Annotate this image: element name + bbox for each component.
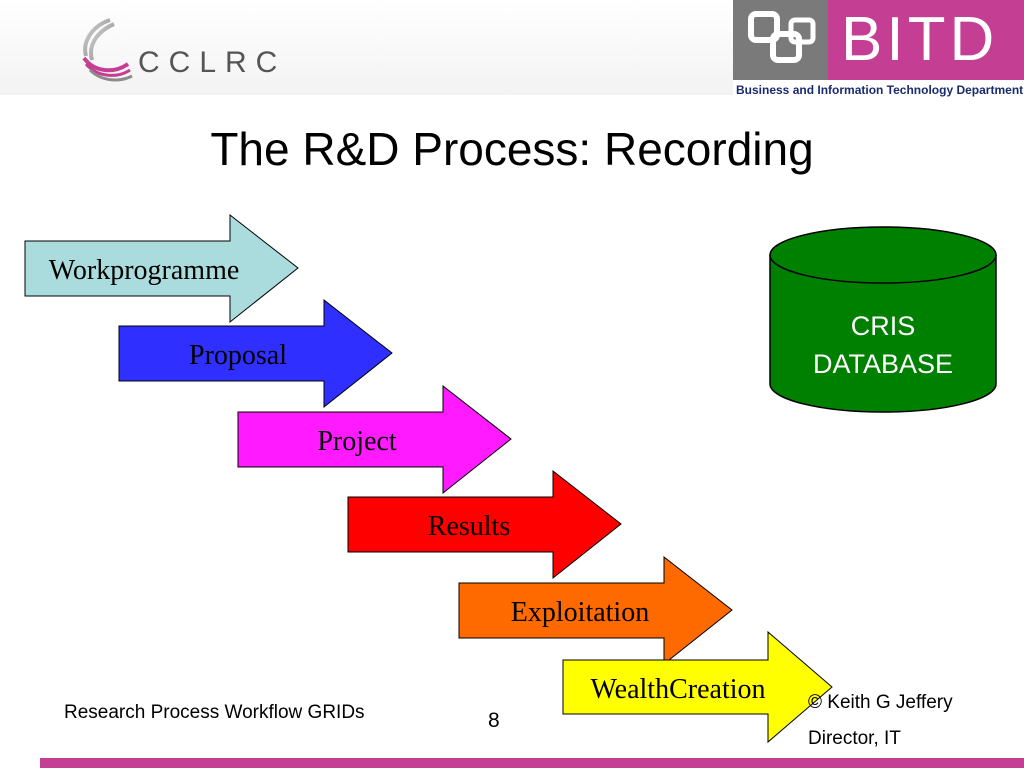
process-arrow-project: Project xyxy=(237,384,512,495)
bitd-mark-background xyxy=(733,0,828,80)
footer-bar xyxy=(40,758,1024,768)
page-title: The R&D Process: Recording xyxy=(210,123,814,175)
database-label-line2: DATABASE xyxy=(813,349,953,379)
arrow-label-exploitation: Exploitation xyxy=(511,597,649,628)
process-arrow-results: Results xyxy=(347,469,622,580)
cclrc-wordmark: CCLRC xyxy=(138,46,287,79)
page-number: 8 xyxy=(488,709,500,732)
bitd-subtitle: Business and Information Technology Depa… xyxy=(736,83,1024,97)
database-label-line1: CRIS xyxy=(851,311,916,341)
footer-author: © Keith G Jeffery xyxy=(808,692,953,713)
arrow-label-project: Project xyxy=(317,426,397,457)
footer-role: Director, IT xyxy=(808,728,901,749)
bitd-logo: BITD Business and Information Technology… xyxy=(733,0,1024,100)
arrow-label-results: Results xyxy=(428,511,510,542)
process-arrow-workprogramme: Workprogramme xyxy=(24,213,299,324)
swirl-logo-icon xyxy=(82,18,133,82)
bitd-wordmark: BITD xyxy=(841,5,999,74)
arrow-label-workprogramme: Workprogramme xyxy=(49,255,240,286)
cclrc-logo xyxy=(70,12,290,92)
arrow-label-wealthcreation: WealthCreation xyxy=(590,674,765,705)
process-arrow-wealthcreation: WealthCreation xyxy=(562,630,833,744)
footer-author-block: © Keith G Jeffery Director, IT xyxy=(808,685,953,757)
bitd-word-background xyxy=(828,0,1024,80)
arrow-label-proposal: Proposal xyxy=(189,340,287,371)
process-arrow-proposal: Proposal xyxy=(118,298,393,409)
linked-squares-icon xyxy=(748,11,816,63)
process-arrow-exploitation: Exploitation xyxy=(458,555,733,666)
footer-presentation-title: Research Process Workflow GRIDs xyxy=(64,702,365,723)
cris-database-cylinder: CRIS DATABASE xyxy=(769,226,997,413)
